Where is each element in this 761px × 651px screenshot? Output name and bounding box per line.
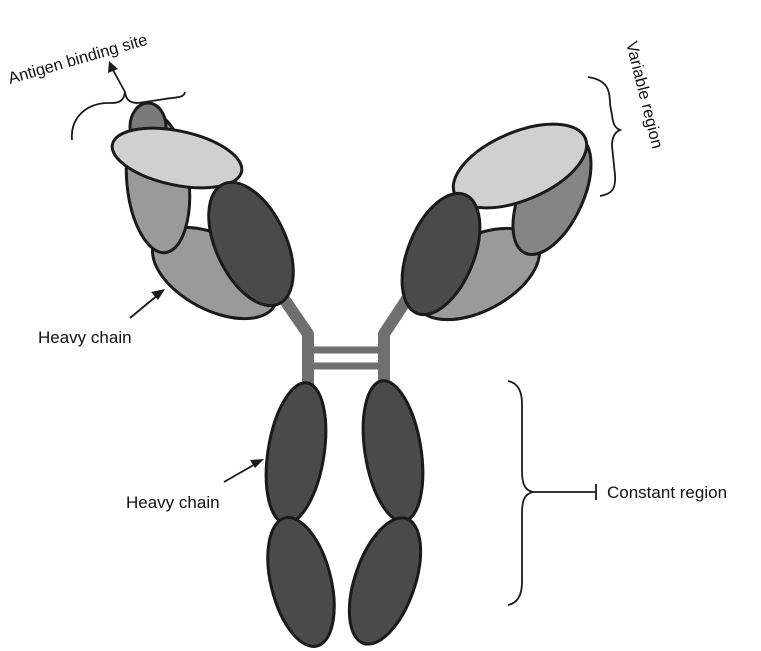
variable-region-label: Variable region — [622, 40, 666, 151]
antigen-binding-site-label: Antigen binding site — [6, 31, 149, 88]
heavy-chain-lower-label: Heavy chain — [126, 493, 220, 512]
variable-region-bracket — [588, 77, 620, 196]
fc-region — [256, 376, 435, 651]
right-ch3-domain — [335, 509, 435, 651]
heavy-chain-upper-label: Heavy chain — [38, 328, 132, 347]
left-ch2-domain — [257, 378, 335, 527]
left-hinge-strand — [282, 296, 308, 392]
right-ch2-domain — [354, 376, 432, 525]
antigen-arrow-line — [113, 70, 125, 92]
hinge-region — [282, 296, 409, 392]
constant-region-bracket — [508, 381, 596, 605]
left-ch3-domain — [256, 511, 346, 651]
disulfide-bonds — [308, 350, 384, 366]
right-fab-arm — [386, 107, 607, 339]
heavy-chain-upper-arrow — [130, 289, 165, 318]
right-hinge-strand — [384, 296, 409, 392]
constant-curly-bracket — [508, 381, 533, 605]
constant-region-label: Constant region — [607, 483, 727, 502]
left-fab-arm — [107, 103, 311, 338]
heavy-chain-lower-arrow — [224, 459, 264, 482]
